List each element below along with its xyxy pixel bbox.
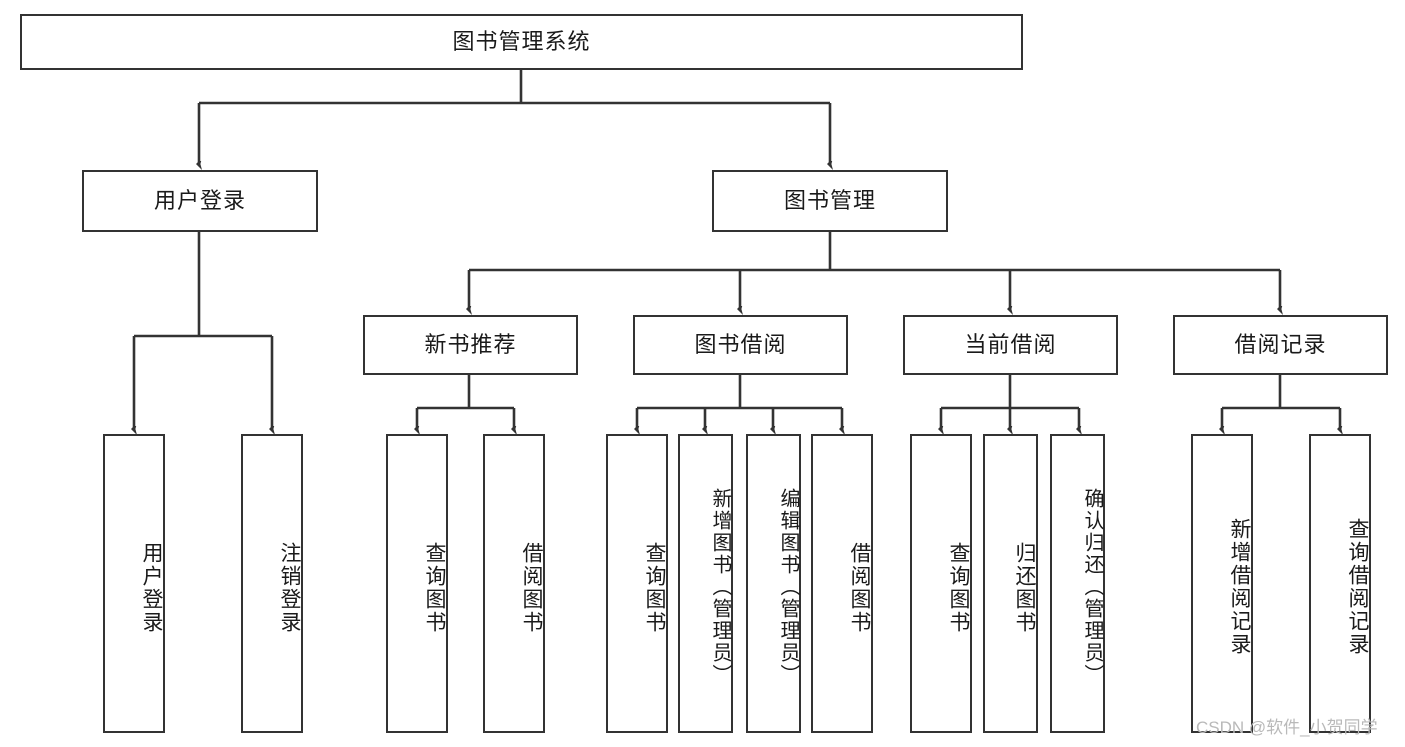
node-new-book-recommend[interactable]: 新书推荐 — [363, 315, 578, 375]
leaf-add-book-admin[interactable]: 新增图书（管理员） — [678, 434, 733, 733]
leaf-add-borrow-record[interactable]: 新增借阅记录 — [1191, 434, 1253, 733]
node-borrow-record[interactable]: 借阅记录 — [1173, 315, 1388, 375]
node-current-borrow[interactable]: 当前借阅 — [903, 315, 1118, 375]
csdn-watermark: CSDN @软件_小贺同学 — [1196, 718, 1378, 737]
leaf-borrow-book-borrow[interactable]: 借阅图书 — [811, 434, 873, 733]
leaf-query-book-newbook[interactable]: 查询图书 — [386, 434, 448, 733]
leaf-borrow-book-newbook[interactable]: 借阅图书 — [483, 434, 545, 733]
leaf-user-login[interactable]: 用户登录 — [103, 434, 165, 733]
node-root-system[interactable]: 图书管理系统 — [20, 14, 1023, 70]
node-book-management[interactable]: 图书管理 — [712, 170, 948, 232]
leaf-edit-book-admin[interactable]: 编辑图书（管理员） — [746, 434, 801, 733]
leaf-query-borrow-record[interactable]: 查询借阅记录 — [1309, 434, 1371, 733]
leaf-logout[interactable]: 注销登录 — [241, 434, 303, 733]
leaf-return-book[interactable]: 归还图书 — [983, 434, 1038, 733]
node-book-borrow[interactable]: 图书借阅 — [633, 315, 848, 375]
leaf-query-book-borrow[interactable]: 查询图书 — [606, 434, 668, 733]
leaf-confirm-return-admin[interactable]: 确认归还（管理员） — [1050, 434, 1105, 733]
leaf-query-book-current[interactable]: 查询图书 — [910, 434, 972, 733]
node-user-login[interactable]: 用户登录 — [82, 170, 318, 232]
